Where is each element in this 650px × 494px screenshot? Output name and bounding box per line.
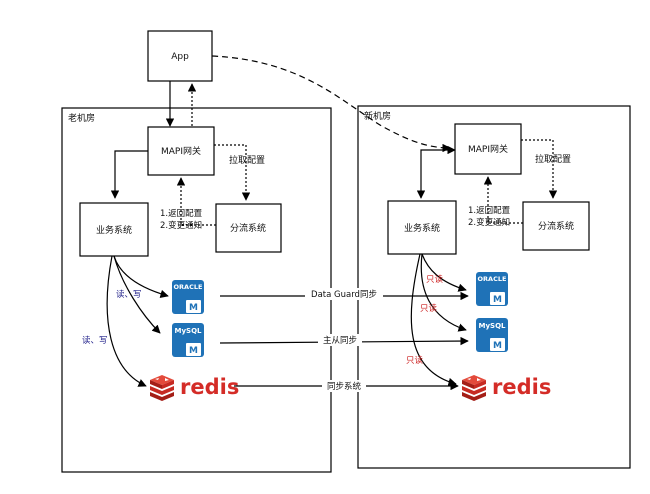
old-pull-config-label: 拉取配置 — [229, 154, 265, 166]
new-redis-logo-text: redis — [492, 375, 551, 399]
old-rw-db-label: 读、写 — [116, 289, 142, 300]
redis-sync-label: 同步系统 — [327, 381, 362, 392]
new-gateway-label: MAPI网关 — [468, 143, 508, 155]
new-pull-config-label: 拉取配置 — [535, 153, 571, 165]
old-mysql-badge: M — [189, 346, 198, 356]
old-room-title: 老机房 — [68, 112, 95, 124]
old-change-notify-label: 2.变更通知 — [160, 220, 202, 231]
new-gateway-business-arrow — [416, 145, 456, 199]
new-business-to-redis-arrow — [410, 253, 457, 387]
new-dispatch-box — [522, 201, 590, 251]
new-readonly-redis-label: 只读 — [406, 355, 424, 366]
new-pull-config-arrow — [521, 139, 558, 199]
old-dispatch-label: 分流系统 — [230, 222, 266, 234]
app-label: App — [171, 52, 189, 62]
oracle-sync-label: Data Guard同步 — [311, 290, 377, 300]
new-return-config-label: 1.返回配置 — [468, 205, 511, 216]
new-readonly-oracle-label: 只读 — [426, 274, 444, 285]
old-oracle-logo-text: ORACLE — [174, 283, 203, 291]
old-oracle-badge: M — [189, 303, 198, 313]
old-oracle-icon: ORACLE M — [172, 280, 204, 314]
new-mysql-badge: M — [493, 341, 502, 351]
old-redis-icon: redis — [150, 375, 239, 401]
new-business-box — [387, 200, 457, 255]
old-mysql-icon: MySQL M — [172, 323, 204, 357]
new-gateway-box — [454, 123, 522, 175]
new-business-to-mysql-arrow — [420, 253, 467, 332]
old-dispatch-box — [215, 203, 282, 253]
new-dispatch-label: 分流系统 — [538, 220, 574, 232]
old-redis-logo-text: redis — [180, 375, 239, 399]
new-readonly-mysql-label: 只读 — [420, 303, 438, 314]
new-mysql-icon: MySQL M — [476, 318, 508, 352]
new-redis-icon: redis — [462, 375, 551, 401]
new-room-title: 新机房 — [364, 110, 391, 122]
old-pull-config-arrow — [214, 144, 251, 201]
new-return-config-arrow — [483, 176, 523, 224]
old-business-to-redis-arrow — [106, 255, 147, 387]
new-business-label: 业务系统 — [404, 222, 440, 234]
old-mysql-logo-text: MySQL — [175, 327, 203, 335]
old-business-to-mysql-arrow — [113, 255, 161, 334]
mysql-sync-label: 主从同步 — [323, 335, 357, 346]
new-mysql-logo-text: MySQL — [479, 322, 507, 330]
new-room-frame — [357, 105, 631, 469]
new-oracle-logo-text: ORACLE — [478, 275, 507, 283]
old-rw-redis-label: 读、写 — [82, 335, 108, 346]
new-business-to-oracle-arrow — [421, 253, 467, 292]
old-business-label: 业务系统 — [96, 224, 132, 236]
app-to-new-gateway-dashed-arrow — [211, 55, 451, 153]
old-gateway-label: MAPI网关 — [161, 145, 201, 157]
old-business-box — [79, 202, 149, 257]
new-oracle-icon: ORACLE M — [476, 272, 508, 306]
new-oracle-badge: M — [493, 295, 502, 305]
old-return-config-label: 1.返回配置 — [160, 208, 203, 219]
new-change-notify-label: 2.变更通知 — [468, 217, 510, 228]
old-gateway-to-business-arrow — [110, 150, 148, 199]
old-gateway-box — [147, 126, 215, 176]
